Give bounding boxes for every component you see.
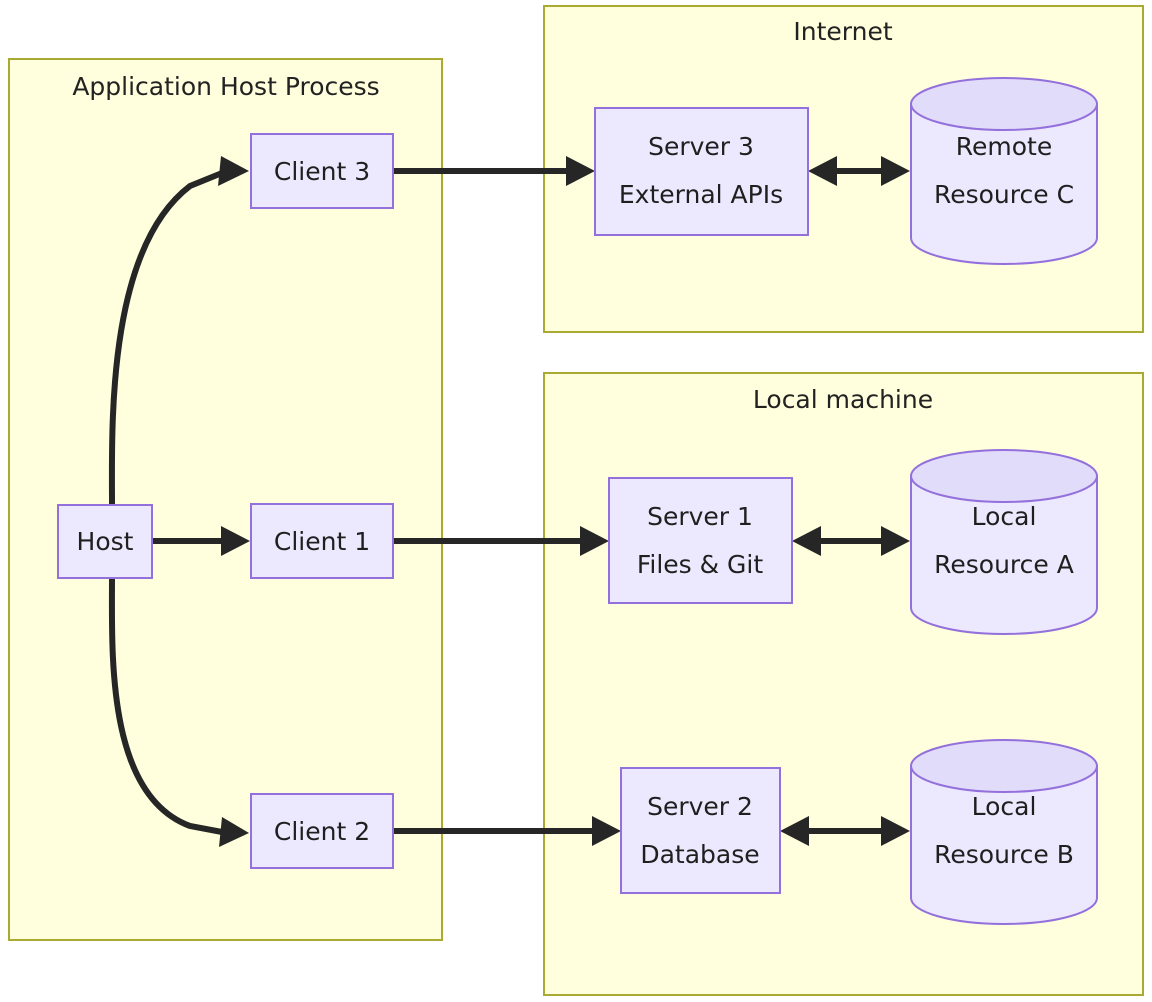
node-host[interactable]: Host bbox=[57, 504, 153, 579]
node-resourceA-label-line2: Resource A bbox=[934, 550, 1074, 579]
node-client2-label: Client 2 bbox=[274, 817, 370, 846]
cluster-application-host-process-label: Application Host Process bbox=[72, 72, 379, 101]
node-server2-label-line1: Server 2 bbox=[647, 792, 753, 821]
node-resourceA[interactable]: Local Resource A bbox=[910, 449, 1098, 635]
node-resourceA-top bbox=[910, 449, 1098, 503]
edge-client3-to-server3 bbox=[393, 156, 595, 186]
edge-server3-to-resourceC-arrowhead-left bbox=[808, 156, 837, 186]
edge-server3-to-resourceC-arrowhead-right bbox=[881, 156, 910, 186]
node-client3[interactable]: Client 3 bbox=[250, 133, 394, 209]
node-server2-label-line2: Database bbox=[640, 840, 759, 869]
node-client1-rect[interactable] bbox=[250, 503, 394, 579]
node-server1[interactable]: Server 1 Files & Git bbox=[608, 477, 793, 604]
node-server3-label-line1: Server 3 bbox=[648, 132, 754, 161]
node-server1-label-line1: Server 1 bbox=[647, 502, 753, 531]
edge-server2-to-resourceB-arrowhead-right bbox=[881, 816, 910, 846]
edge-server3-to-resourceC bbox=[808, 156, 910, 186]
node-resourceB-label-line1: Local bbox=[972, 792, 1037, 821]
node-client2-rect[interactable] bbox=[250, 793, 394, 869]
edge-host-to-client3 bbox=[108, 156, 249, 505]
edge-server1-to-resourceA-arrowhead-right bbox=[881, 526, 910, 556]
edge-host-to-client2-arrowhead bbox=[219, 817, 249, 847]
edge-client1-to-server1-arrowhead bbox=[580, 526, 609, 556]
node-resourceC-top bbox=[910, 77, 1098, 131]
node-resourceB[interactable]: Local Resource B bbox=[910, 739, 1098, 925]
node-client1-label: Client 1 bbox=[274, 527, 370, 556]
cluster-local-machine-label: Local machine bbox=[753, 385, 933, 414]
edge-host-to-client2 bbox=[108, 577, 249, 847]
node-server3-label-line2: External APIs bbox=[619, 180, 783, 209]
node-server1-label-line2: Files & Git bbox=[637, 550, 764, 579]
node-client2[interactable]: Client 2 bbox=[250, 793, 394, 869]
edge-host-to-client1 bbox=[152, 526, 250, 556]
node-resourceC-label-line2: Resource C bbox=[934, 180, 1074, 209]
edge-server2-to-resourceB bbox=[780, 816, 910, 846]
node-client3-label: Client 3 bbox=[274, 157, 370, 186]
node-resourceA-label-line1: Local bbox=[972, 502, 1037, 531]
edge-host-to-client3-arrowhead bbox=[218, 156, 249, 186]
edge-client1-to-server1 bbox=[393, 526, 609, 556]
node-resourceB-label-line2: Resource B bbox=[934, 840, 1074, 869]
edge-server2-to-resourceB-arrowhead-left bbox=[780, 816, 809, 846]
node-host-label: Host bbox=[77, 527, 134, 556]
node-resourceC[interactable]: Remote Resource C bbox=[910, 77, 1098, 265]
edge-host-to-client1-arrowhead bbox=[221, 526, 250, 556]
edge-client3-to-server3-arrowhead bbox=[566, 156, 595, 186]
node-resourceC-label-line1: Remote bbox=[956, 132, 1052, 161]
node-server2[interactable]: Server 2 Database bbox=[620, 767, 781, 894]
node-resourceC-body[interactable] bbox=[910, 103, 1098, 265]
node-client3-rect[interactable] bbox=[250, 133, 394, 209]
node-client1[interactable]: Client 1 bbox=[250, 503, 394, 579]
edge-host-to-client3-line bbox=[108, 170, 224, 505]
edge-client2-to-server2 bbox=[393, 816, 621, 846]
node-server3-rect[interactable] bbox=[594, 107, 809, 236]
node-resourceB-body[interactable] bbox=[910, 765, 1098, 925]
edge-client2-to-server2-arrowhead bbox=[592, 816, 621, 846]
edge-host-to-client2-line bbox=[108, 577, 223, 835]
node-host-rect[interactable] bbox=[57, 504, 153, 579]
edge-server1-to-resourceA bbox=[792, 526, 910, 556]
node-server2-rect[interactable] bbox=[620, 767, 781, 894]
node-resourceA-body[interactable] bbox=[910, 475, 1098, 635]
node-server1-rect[interactable] bbox=[608, 477, 793, 604]
cluster-internet-label: Internet bbox=[793, 17, 892, 46]
edge-server1-to-resourceA-arrowhead-left bbox=[792, 526, 821, 556]
node-resourceB-top bbox=[910, 739, 1098, 793]
node-server3[interactable]: Server 3 External APIs bbox=[594, 107, 809, 236]
